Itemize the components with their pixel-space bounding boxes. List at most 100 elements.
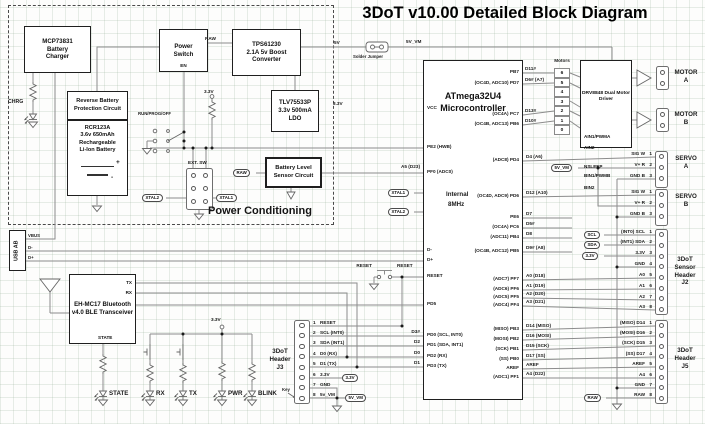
antenna-icon	[39, 278, 61, 293]
pin-name: SCL (INT0)	[320, 330, 344, 335]
battery-minus: -	[111, 174, 114, 181]
block-text: TLV75533P	[278, 99, 312, 107]
block-text: Power	[174, 42, 193, 50]
pin-name: GND B	[629, 173, 645, 178]
label-line: B	[683, 118, 689, 126]
xtal1-capsule: XTAL1	[216, 194, 237, 202]
ground-icon	[178, 399, 188, 406]
motors-table-cell: 3	[554, 96, 570, 106]
rx-led-label: RX	[156, 390, 165, 397]
pin-number: 1	[649, 151, 652, 156]
label-line: 3DoT	[677, 347, 693, 354]
resistor-icon	[248, 361, 256, 383]
drv-pin: AIN1/PWMA	[584, 134, 611, 139]
net-label: A1 (D19)	[526, 283, 546, 288]
transistor-icon	[176, 343, 184, 361]
pin-name: GND	[634, 261, 645, 266]
mcu-pin: (OC4D, ADC10) PD7	[474, 80, 519, 85]
pin-hole	[658, 396, 665, 402]
5v-net-label: 5V	[334, 40, 340, 45]
motors-table-cell: 6	[554, 68, 570, 78]
label-line: MOTOR	[674, 111, 698, 118]
net-label: D15 (SCK)	[526, 343, 549, 348]
drv-pin: BIN1/PWMB	[584, 173, 611, 178]
pin-name: AREF	[632, 361, 645, 366]
pin-name: A4	[639, 372, 645, 377]
mcu-pin: (OC4B, ADC13) PB6	[474, 121, 519, 126]
led-icon	[93, 390, 108, 402]
key-label: Key	[282, 387, 290, 392]
net-label: D8	[526, 231, 532, 236]
servo-b-connector	[655, 189, 668, 226]
ground-icon	[92, 205, 102, 212]
pin-name: RESET	[320, 320, 336, 325]
pin-number: 5	[649, 361, 652, 366]
pin-number: 3	[649, 173, 652, 178]
net-label: D14 (MISO)	[526, 323, 552, 328]
battery-charger-block: MCP73831 Battery Charger	[24, 26, 91, 73]
pin-name: GND B	[629, 211, 645, 216]
pin-hole	[299, 333, 305, 339]
pin-name: 3.3V	[320, 372, 330, 377]
pin-hole	[202, 173, 208, 179]
pin-hole	[191, 173, 197, 179]
pin-hole	[659, 69, 666, 75]
pin-hole	[191, 199, 197, 205]
pin-hole	[658, 232, 665, 238]
net-label: D10#	[525, 118, 537, 123]
pin-hole	[658, 344, 665, 350]
power-switch-block: Power Switch EN	[159, 29, 208, 72]
pin-number: 4	[649, 351, 652, 356]
drv-pin: AIN2	[584, 145, 595, 150]
net-label: D4 (A6)	[526, 154, 543, 159]
pin-hole	[659, 111, 666, 117]
ground-icon	[28, 121, 38, 128]
pin-hole	[658, 214, 665, 220]
pin-name: GND	[320, 382, 331, 387]
resistor-icon	[29, 81, 37, 103]
pin-hole	[299, 385, 305, 391]
mcu-pin-pd0: PD0 (SCL, INT0)	[427, 332, 463, 337]
label-line: 3DoT	[677, 256, 693, 263]
net-terminal-icon	[219, 324, 225, 330]
solder-jumper-icon	[365, 41, 389, 53]
led-icon	[212, 390, 227, 402]
label-line: Header	[269, 355, 291, 363]
ground-icon	[247, 399, 257, 406]
pin-name: (MOSI) D16	[619, 330, 645, 335]
block-text: Battery	[47, 45, 68, 53]
label-line: J5	[681, 362, 689, 370]
pin-name: D1 (TX)	[320, 361, 337, 366]
ext-sw-connector	[186, 168, 213, 210]
mcu-pin: (MISO) PB3	[493, 326, 519, 331]
mcu-pin: PE6	[510, 214, 519, 219]
pin-hole	[658, 385, 665, 391]
power-conditioning-boundary	[8, 5, 334, 225]
mcu-pin-vcc: VCC	[427, 105, 437, 110]
mcu-pin-pd1: PD1 (SDA, INT1)	[427, 342, 464, 347]
tx-pin-label: TX	[126, 280, 132, 285]
servo-a-connector	[655, 151, 668, 188]
pin-number: 6	[649, 283, 652, 288]
mcu-pin-pd2: PD2 (RX)	[427, 353, 448, 358]
pin-number: 7	[649, 294, 652, 299]
pin-hole	[658, 275, 665, 281]
label-line: Header	[674, 354, 696, 362]
mcu-pin: (OC4D, ADC9) PD6	[477, 193, 519, 198]
mcu-pin-dp: D+	[427, 257, 434, 262]
pin-name: (INT1) SDA	[620, 239, 645, 244]
mcu-pin-pf0: PF0 (ADC0)	[427, 169, 453, 174]
xtal2-capsule: XTAL2	[388, 208, 409, 216]
